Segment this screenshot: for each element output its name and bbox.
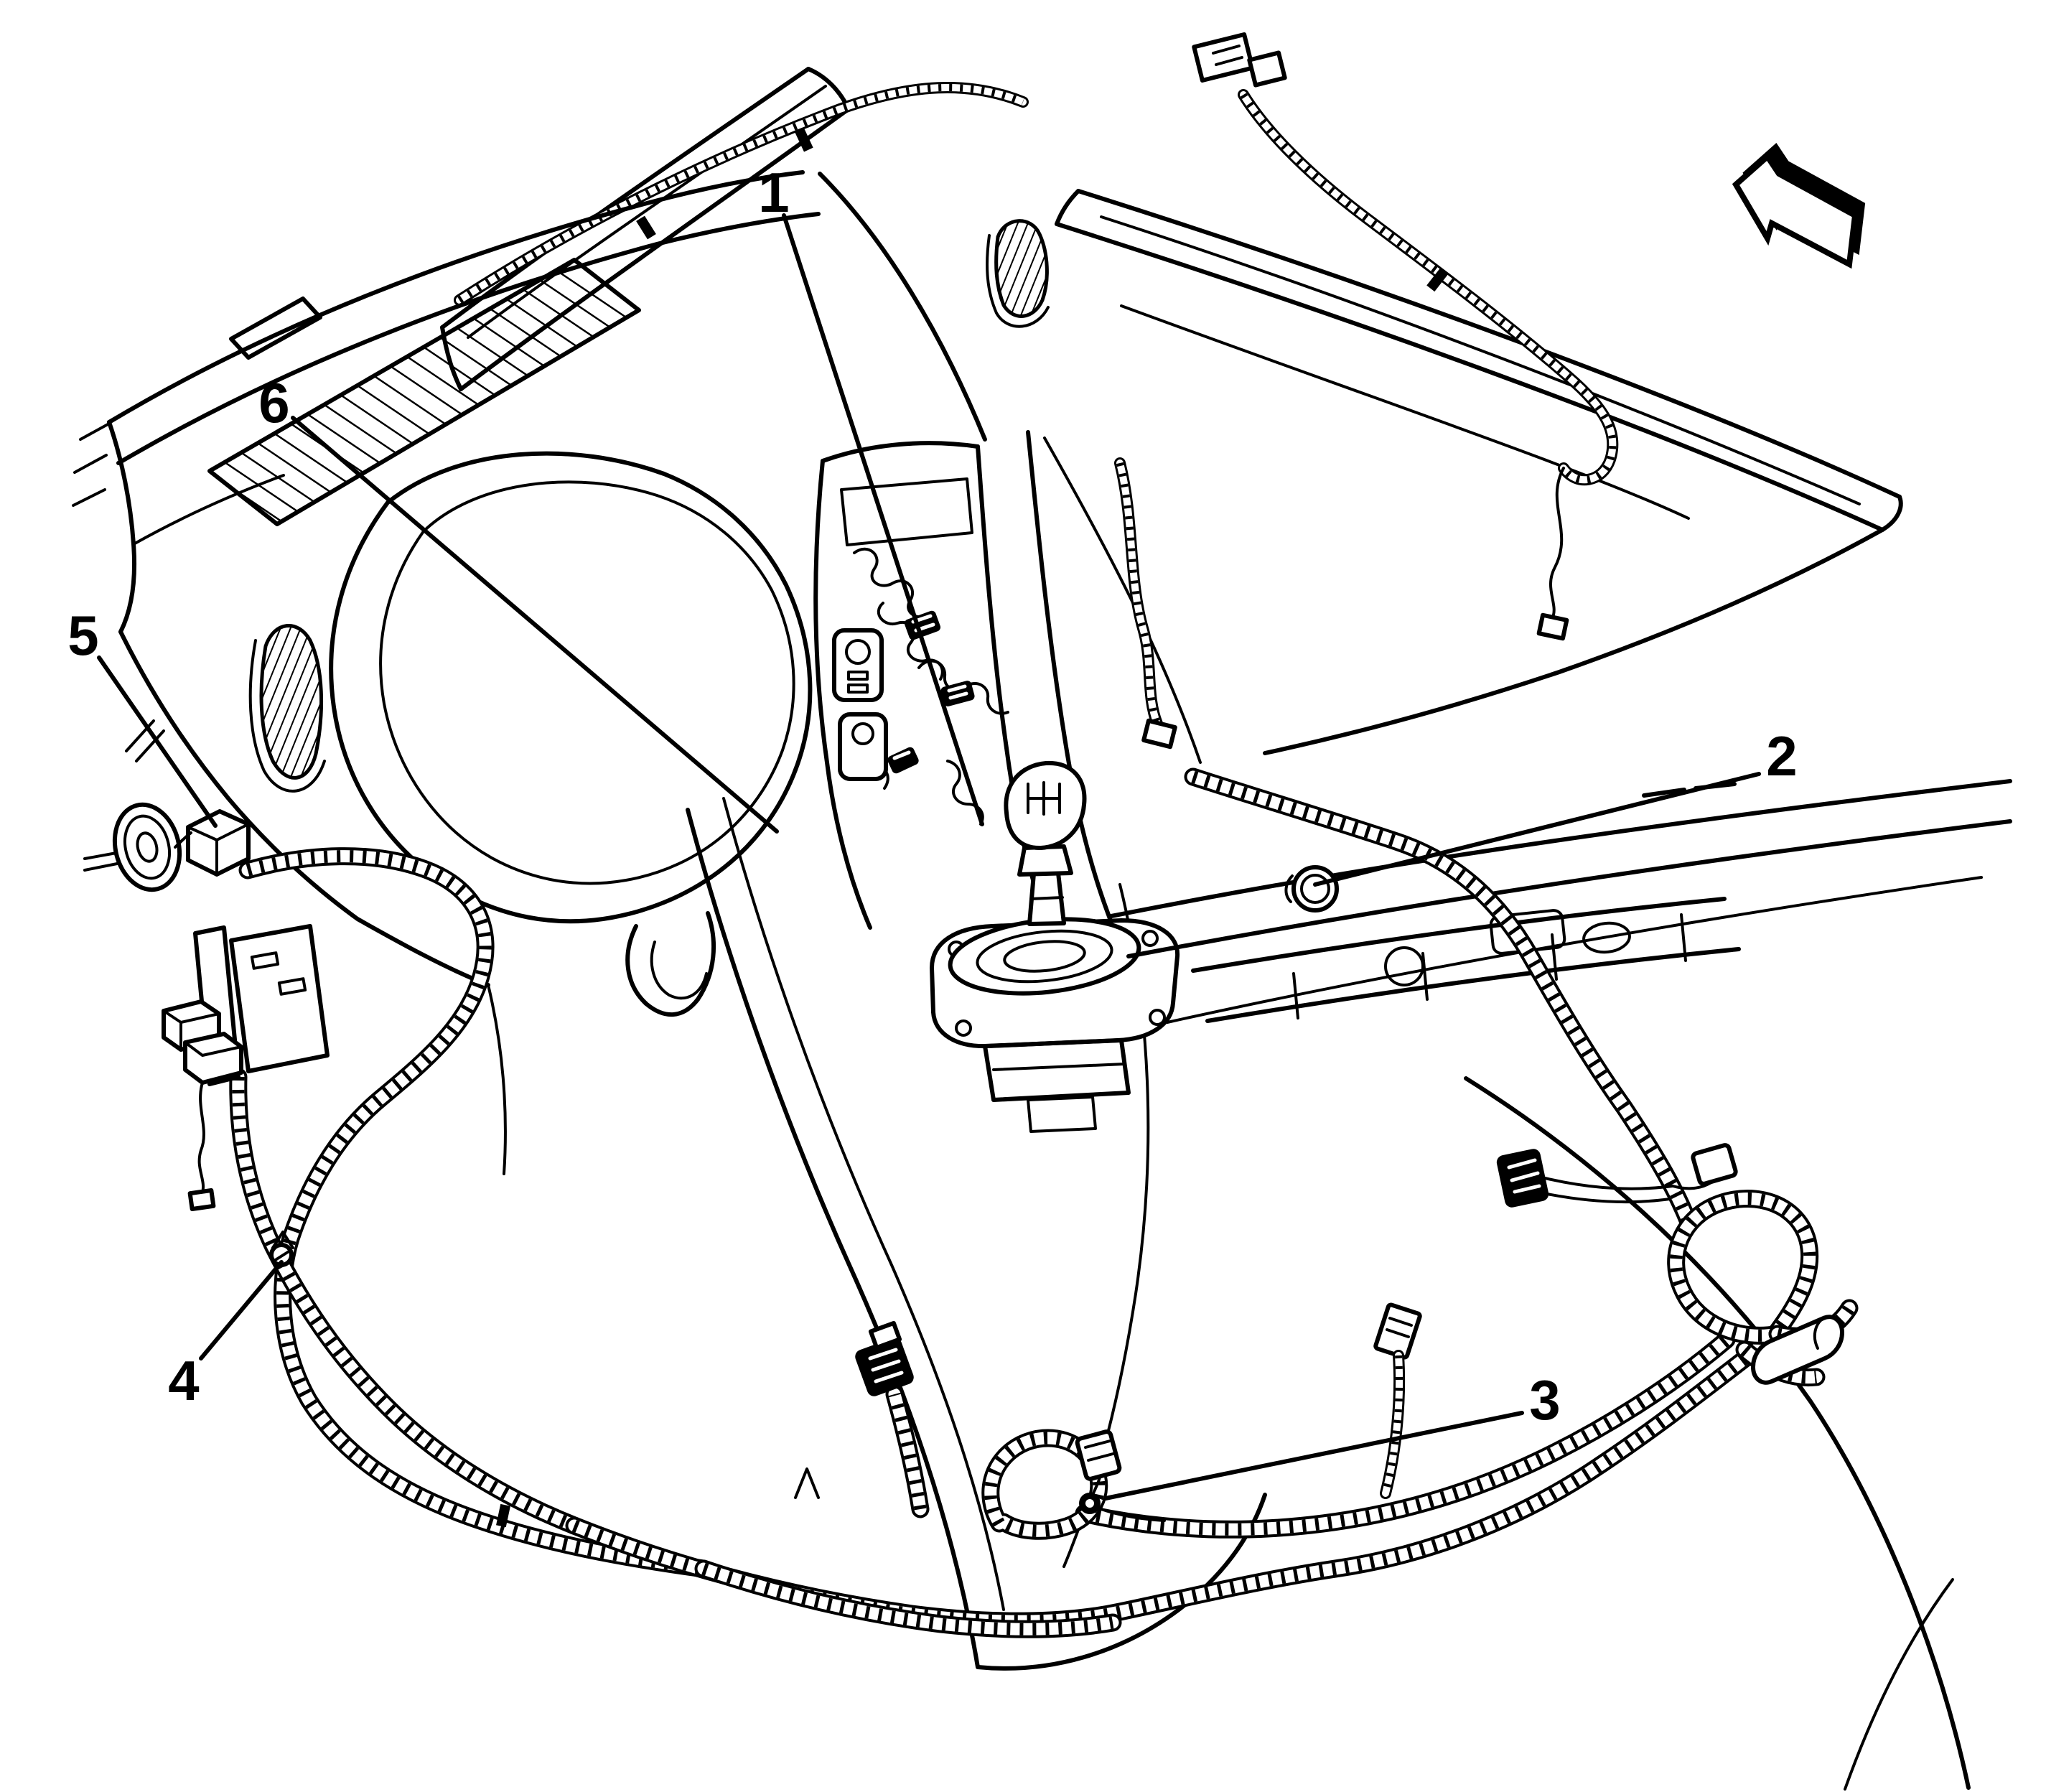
callout-2: 2: [1313, 724, 1798, 887]
door-seam-ticks: [72, 422, 111, 507]
callout-3-leader: [1103, 1411, 1524, 1501]
console-hole: [1384, 946, 1424, 986]
dash-top-harness: [457, 84, 1024, 304]
callout-1-leader: [782, 213, 984, 826]
callout-4-leader: [199, 1260, 284, 1361]
floor-trim-outlines: [686, 797, 1971, 1791]
harness-right-tangle: [1496, 1143, 1859, 1387]
callout-4-label: 4: [168, 1349, 199, 1412]
stack-wiring: [853, 547, 929, 619]
loop-connector: [1075, 1429, 1122, 1481]
cowl-harness: [1238, 89, 1619, 486]
instrument-cluster: [329, 451, 813, 1017]
tangle-loop: [1670, 1193, 1816, 1343]
callout-4: 4: [168, 1260, 284, 1412]
console-side-harness: [1191, 770, 1694, 1225]
callout-1: 1: [758, 161, 984, 826]
floor-connector-square: [1373, 1302, 1422, 1360]
gear-shifter: [930, 760, 1180, 1133]
callouts: 1 2 3 4 5 6: [67, 161, 1798, 1501]
steering-column: [625, 911, 716, 1017]
power-outlet: [1284, 865, 1339, 913]
callout-3-label: 3: [1529, 1368, 1560, 1432]
branch-to-connector: [888, 1392, 927, 1511]
harness-clip: [496, 1503, 510, 1528]
front-of-vehicle-arrow-icon: [1732, 142, 1866, 269]
tangle-connector-dark: [1496, 1149, 1549, 1208]
stack-rear-harness: [1116, 459, 1161, 727]
callout-2-label: 2: [1766, 724, 1797, 788]
callout-5: 5: [67, 604, 218, 828]
small-connector: [1536, 612, 1569, 641]
console-side-harness: [1184, 767, 1698, 1231]
dash-top-harness: [454, 82, 1029, 306]
passenger-vent: [994, 219, 1049, 318]
cluster-hood: [329, 451, 813, 924]
callout-6: 6: [258, 371, 779, 834]
dash-top-left-panel: [207, 67, 1029, 526]
floor-harness-main: [496, 1302, 1783, 1638]
windshield-cowl-bar: [1055, 32, 1903, 641]
square-connector-stub: [1382, 1352, 1403, 1497]
console-hole: [1582, 921, 1631, 954]
grommet-connector: [174, 809, 251, 877]
stack-connector: [940, 681, 975, 706]
console-side-harness: [1187, 770, 1695, 1228]
cowl-harness-drop-wire: [1548, 467, 1565, 620]
callout-1-label: 1: [758, 161, 789, 224]
shifter-bracket: [983, 1038, 1131, 1102]
cowl-harness-connector: [1192, 32, 1287, 88]
ring-terminal: [1079, 1493, 1101, 1514]
dashboard-body: [72, 170, 1884, 1175]
defroster-grille: [207, 258, 641, 526]
bracket-connector: [183, 1032, 243, 1085]
small-connector: [187, 1188, 216, 1211]
small-connector: [1141, 718, 1177, 750]
callout-6-label: 6: [258, 371, 289, 434]
callout-6-leader: [291, 416, 779, 834]
harness-clip: [636, 215, 656, 240]
pillar-ticks: [125, 719, 165, 762]
center-stack: [813, 430, 1177, 930]
cowl-harness: [1240, 91, 1617, 484]
barrel-connector: [1751, 1315, 1844, 1385]
cluster-bezel: [379, 480, 795, 885]
floor-harness-leg-left: [232, 1076, 577, 1531]
carpet-edge-2: [1844, 1578, 1954, 1791]
harness-clip: [794, 1467, 820, 1499]
harness-clip: [1426, 268, 1448, 292]
switch-blank-panel: [838, 712, 888, 781]
center-console: [1109, 767, 2012, 1231]
left-air-vent: [248, 623, 326, 793]
dash-top-harness: [456, 84, 1027, 304]
harness-left: [83, 802, 713, 1578]
hazard-switch-panel: [832, 628, 884, 702]
firewall-grommet: [83, 802, 182, 892]
upper-branch-run: [1078, 1333, 1733, 1536]
carpet-edge: [1464, 1076, 1971, 1790]
harness-clip: [795, 128, 813, 152]
parallel-run: [697, 1562, 1119, 1635]
stack-wiring: [946, 760, 984, 826]
callout-2-leader: [1313, 772, 1761, 887]
shift-pattern: [1027, 781, 1061, 816]
dangling-wire: [197, 1081, 205, 1195]
callout-5-label: 5: [67, 604, 98, 667]
stack-connector: [887, 747, 919, 774]
callout-5-leader: [97, 655, 218, 828]
tangle-connector-small: [1671, 1143, 1738, 1190]
callout-3: 3: [1103, 1368, 1561, 1501]
cowl-harness: [1240, 93, 1617, 484]
floor-harness-connector-dark: [855, 1320, 914, 1396]
floor-harness-leg-right: [241, 850, 710, 1575]
